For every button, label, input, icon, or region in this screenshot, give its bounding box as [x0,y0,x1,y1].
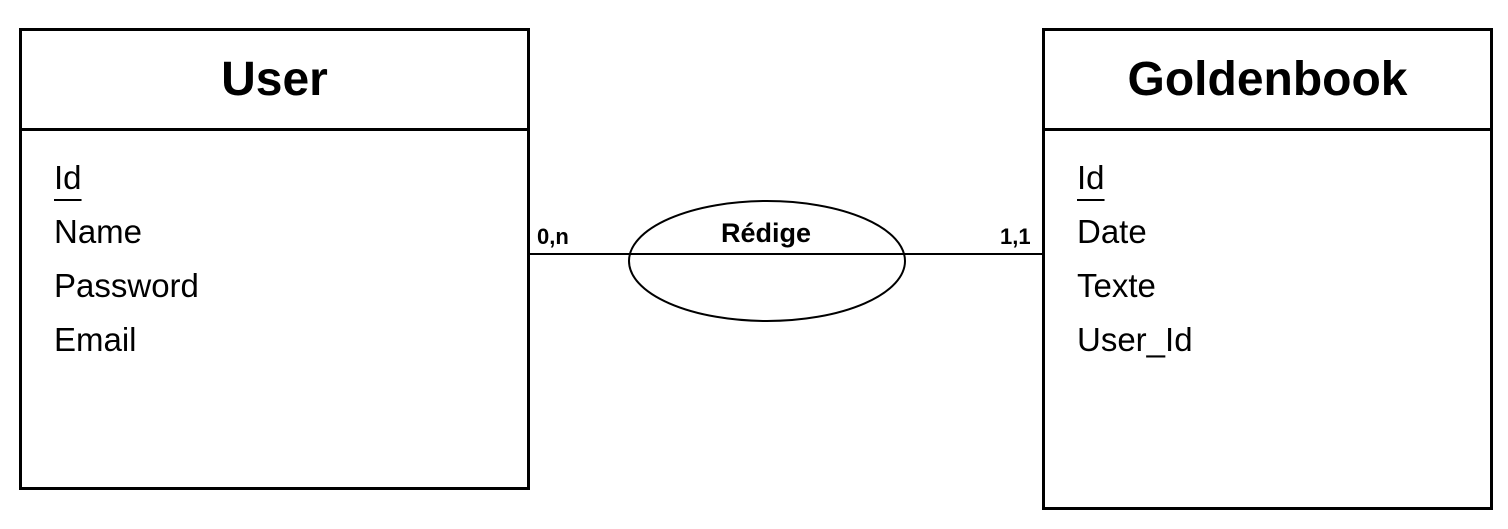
entity-user-attributes: Id Name Password Email [54,151,199,367]
attribute-user-name: Name [54,213,143,250]
relationship-ellipse [628,200,906,322]
cardinality-user: 0,n [537,224,569,249]
cardinality-goldenbook: 1,1 [1000,224,1031,249]
entity-goldenbook: Goldenbook Id Date Texte User_Id [1042,28,1493,510]
relationship-label: Rédige [720,218,812,248]
attribute-goldenbook-date: Date [1077,213,1147,250]
attribute-user-password: Password [54,267,199,304]
attribute-goldenbook-id: Id [1077,159,1105,196]
attribute-user-id: Id [54,159,82,196]
entity-goldenbook-attributes: Id Date Texte User_Id [1077,151,1193,367]
attribute-user-email: Email [54,321,137,358]
entity-user: User Id Name Password Email [19,28,530,490]
entity-user-title: User [22,31,527,131]
attribute-goldenbook-user-id: User_Id [1077,321,1193,358]
attribute-goldenbook-texte: Texte [1077,267,1156,304]
entity-goldenbook-title: Goldenbook [1045,31,1490,131]
